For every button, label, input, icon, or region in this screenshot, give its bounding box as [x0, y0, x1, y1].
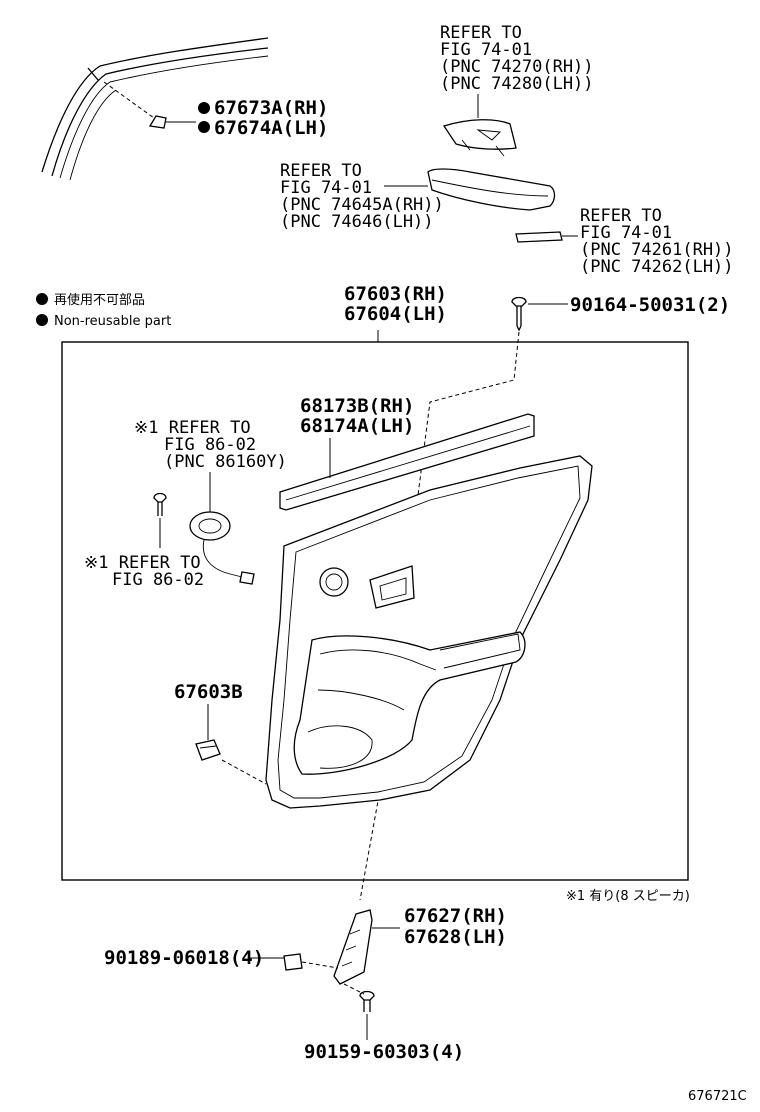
weatherstrip-part	[279, 413, 535, 511]
door-panel-box	[61, 341, 689, 881]
figure-code: 676721C	[688, 1089, 747, 1104]
reference-line: (PNC 74646(LH))	[280, 212, 434, 232]
part-label: 67673A(RH)	[214, 97, 328, 119]
nut-part	[250, 953, 339, 971]
speaker-part	[189, 472, 255, 585]
legend-item: 再使用不可部品	[54, 292, 145, 308]
footnote: ※1 有り(8 スピーカ)	[566, 889, 690, 904]
part-label: 67603(RH)	[344, 283, 447, 305]
reference-74645: REFER TO FIG 74-01 (PNC 74645A(RH)) (PNC…	[280, 161, 444, 232]
reference-line: REFER TO	[280, 161, 362, 181]
bottom-screw-part	[343, 983, 375, 1040]
reference-line: ※1 REFER TO	[134, 418, 251, 438]
legend-bullet-icon	[36, 314, 48, 326]
reference-line: (PNC 74261(RH))	[580, 240, 734, 260]
part-label: 68173B(RH)	[300, 395, 414, 417]
part-label: 90164-50031(2)	[570, 294, 730, 316]
reference-line: FIG 86-02	[112, 570, 204, 590]
part-label: 67603B	[174, 681, 243, 703]
reference-line: ※1 REFER TO	[84, 553, 201, 573]
reference-86160: ※1 REFER TO FIG 86-02 (PNC 86160Y)	[134, 418, 287, 472]
reference-line: FIG 74-01	[280, 178, 372, 198]
non-reusable-marker-icon	[198, 121, 210, 133]
reference-line: (PNC 86160Y)	[164, 452, 287, 472]
pad-part	[515, 231, 563, 243]
non-reusable-marker-icon	[198, 102, 210, 114]
part-label: 67628(LH)	[404, 926, 507, 948]
legend-bullet-icon	[36, 293, 48, 305]
reference-74270: REFER TO FIG 74-01 (PNC 74270(RH)) (PNC …	[440, 23, 594, 118]
reference-line: FIG 74-01	[440, 40, 532, 60]
top-screw-part	[359, 296, 568, 901]
window-frame-molding	[41, 37, 269, 181]
inside-handle-part	[442, 119, 517, 157]
speaker-screw-part	[153, 492, 167, 548]
legend: 再使用不可部品 Non-reusable part	[36, 292, 171, 329]
reference-74261: REFER TO FIG 74-01 (PNC 74261(RH)) (PNC …	[562, 206, 734, 277]
part-label: 90159-60303(4)	[304, 1041, 464, 1063]
panel-clip-part	[195, 704, 267, 785]
part-label: 67604(LH)	[344, 303, 447, 325]
reference-line: FIG 74-01	[580, 223, 672, 243]
armrest-part	[384, 168, 556, 211]
reference-86-02: ※1 REFER TO FIG 86-02	[84, 553, 204, 590]
reference-line: (PNC 74262(LH))	[580, 257, 734, 277]
part-label: 67674A(LH)	[214, 117, 328, 139]
reference-line: FIG 86-02	[164, 435, 256, 455]
reference-line: (PNC 74270(RH))	[440, 57, 594, 77]
part-label: 68174A(LH)	[300, 415, 414, 437]
reference-line: (PNC 74280(LH))	[440, 74, 594, 94]
part-label: 67627(RH)	[404, 905, 507, 927]
lower-bracket-part	[333, 909, 400, 985]
reference-line: (PNC 74645A(RH))	[280, 195, 444, 215]
reference-line: REFER TO	[580, 206, 662, 226]
reference-line: REFER TO	[440, 23, 522, 43]
upper-clip-part	[103, 81, 210, 133]
door-trim-panel-part	[265, 455, 593, 809]
part-label: 90189-06018(4)	[104, 947, 264, 969]
legend-item: Non-reusable part	[54, 314, 171, 329]
